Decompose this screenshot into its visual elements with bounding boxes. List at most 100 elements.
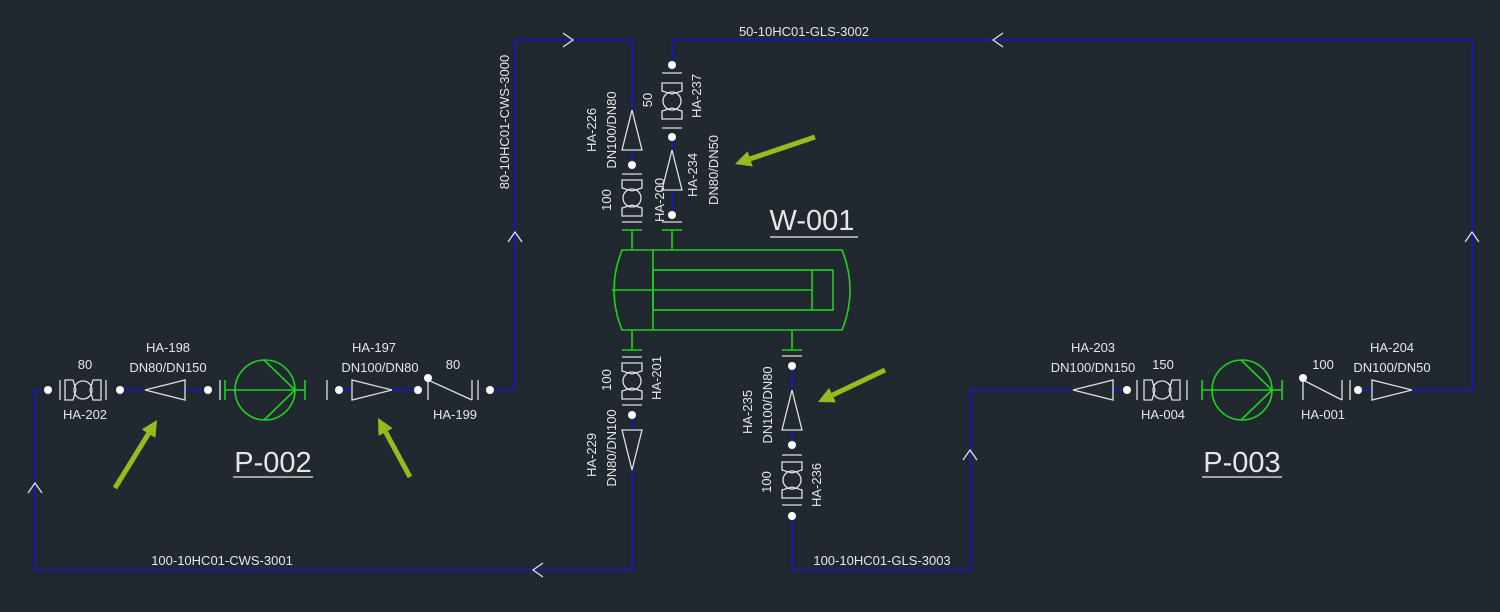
- valve-tag: HA-236: [809, 463, 824, 507]
- pump-impeller-icon: [1202, 359, 1274, 421]
- valve-tag: HA-237: [689, 74, 704, 118]
- reducer-tag: HA-203: [1071, 340, 1115, 355]
- pipe-gls-3002[interactable]: [671, 39, 1473, 391]
- heat-exchanger-w-001[interactable]: [612, 229, 851, 351]
- connection-dot-icon: [335, 386, 343, 394]
- valve-ha-236[interactable]: [781, 461, 803, 499]
- reducer-ha-197[interactable]: [351, 379, 393, 401]
- reducer-icon: [144, 379, 186, 401]
- valve-ball-icon: [622, 188, 642, 208]
- valve-ha-004[interactable]: [1143, 379, 1181, 401]
- reducer-ha-234[interactable]: [661, 149, 683, 191]
- reducer-size: DN80/DN100: [604, 409, 619, 486]
- valve-size: 100: [599, 369, 614, 391]
- connection-dot-icon: [668, 211, 676, 219]
- annotation-arrowhead-icon: [141, 420, 157, 438]
- line-label-cws-3000: 80-10HC01-CWS-3000: [497, 55, 512, 189]
- valve-ball-icon: [662, 91, 682, 111]
- reducer-size: DN100/DN80: [604, 91, 619, 168]
- connection-dot-icon: [414, 386, 422, 394]
- pump-p-003[interactable]: [1201, 359, 1283, 421]
- connection-dot-icon: [1299, 374, 1307, 382]
- flow-direction-arrow-icon: [531, 562, 544, 578]
- valve-size: 150: [1152, 357, 1174, 372]
- reducer-tag: HA-198: [146, 340, 190, 355]
- valve-tag: HA-201: [649, 356, 664, 400]
- valve-ha-200[interactable]: [621, 179, 643, 217]
- reducer-ha-229[interactable]: [621, 429, 643, 471]
- symbols-layer: [27, 32, 1480, 578]
- reducer-ha-198[interactable]: [144, 379, 186, 401]
- reducer-tag: HA-229: [584, 433, 599, 477]
- connection-dot-icon: [668, 133, 676, 141]
- annotation-arrow-icon: [383, 430, 413, 479]
- pipe-cws-3000[interactable]: [490, 39, 633, 391]
- equipment-layer: [612, 229, 851, 351]
- annotation-arrow-icon: [112, 432, 151, 490]
- pump-impeller-icon: [225, 359, 297, 421]
- annotation-arrowhead-icon: [735, 151, 753, 167]
- check-valve-icon: [427, 379, 473, 401]
- line-label-cws-3001: 100-10HC01-CWS-3001: [151, 553, 293, 568]
- check-valve-ha-199[interactable]: [424, 374, 473, 401]
- line-label-gls-3002: 50-10HC01-GLS-3002: [739, 24, 869, 39]
- reducer-icon: [351, 379, 393, 401]
- gate-valve-icon: [781, 461, 803, 499]
- connection-dot-icon: [628, 411, 636, 419]
- annotation-arrows: [112, 134, 887, 490]
- connection-dot-icon: [788, 362, 796, 370]
- valve-size: 80: [78, 357, 92, 372]
- valve-ball-icon: [622, 371, 642, 391]
- pipework: [34, 39, 1473, 571]
- reducer-tag: HA-204: [1370, 340, 1414, 355]
- pump-p-002[interactable]: [224, 359, 306, 421]
- annotation-arrowhead-icon: [818, 387, 836, 403]
- valve-ball-icon: [73, 380, 93, 400]
- valve-ha-237[interactable]: [661, 82, 683, 120]
- reducer-icon: [1371, 379, 1413, 401]
- flow-direction-arrow-icon: [962, 448, 978, 461]
- valve-tag: HA-001: [1301, 407, 1345, 422]
- pump-p-002-tag: P-002: [234, 447, 311, 479]
- valve-size: 50: [640, 93, 655, 107]
- valve-ha-201[interactable]: [621, 362, 643, 400]
- check-valve-icon: [1302, 379, 1343, 401]
- valve-size: 80: [446, 357, 460, 372]
- pipe-cws-3001[interactable]: [34, 389, 633, 571]
- valve-size: 100: [599, 189, 614, 211]
- reducer-tag: HA-234: [685, 153, 700, 197]
- reducer-tag: HA-197: [352, 340, 396, 355]
- valve-ha-202[interactable]: [64, 379, 102, 401]
- valve-tag: HA-199: [433, 407, 477, 422]
- reducer-ha-235[interactable]: [781, 389, 803, 431]
- exchanger-tag: W-001: [770, 205, 855, 237]
- reducer-icon: [621, 109, 643, 151]
- connection-dot-icon: [1123, 386, 1131, 394]
- connection-dot-icon: [424, 374, 432, 382]
- connection-dot-icon: [668, 61, 676, 69]
- reducer-icon: [781, 389, 803, 431]
- connection-dot-icon: [788, 512, 796, 520]
- annotation-arrowhead-icon: [378, 418, 393, 436]
- valve-size: 100: [759, 471, 774, 493]
- connection-dot-icon: [116, 386, 124, 394]
- pipe-gls-3003[interactable]: [791, 389, 1073, 571]
- gate-valve-icon: [1143, 379, 1181, 401]
- connection-dot-icon: [788, 441, 796, 449]
- flow-direction-arrow-icon: [27, 481, 43, 494]
- flow-direction-arrow-icon: [991, 32, 1004, 48]
- flow-direction-arrow-icon: [1464, 230, 1480, 243]
- gate-valve-icon: [661, 82, 683, 120]
- reducer-tag: HA-235: [740, 390, 755, 434]
- check-valve-ha-001[interactable]: [1299, 374, 1343, 401]
- reducer-ha-226[interactable]: [621, 109, 643, 151]
- connection-dot-icon: [486, 386, 494, 394]
- line-label-gls-3003: 100-10HC01-GLS-3003: [813, 553, 950, 568]
- reducer-icon: [661, 149, 683, 191]
- reducer-ha-203[interactable]: [1072, 379, 1114, 401]
- reducer-size: DN80/DN150: [129, 360, 206, 375]
- reducer-ha-204[interactable]: [1371, 379, 1413, 401]
- valve-ball-icon: [1152, 380, 1172, 400]
- flow-direction-arrow-icon: [507, 230, 523, 243]
